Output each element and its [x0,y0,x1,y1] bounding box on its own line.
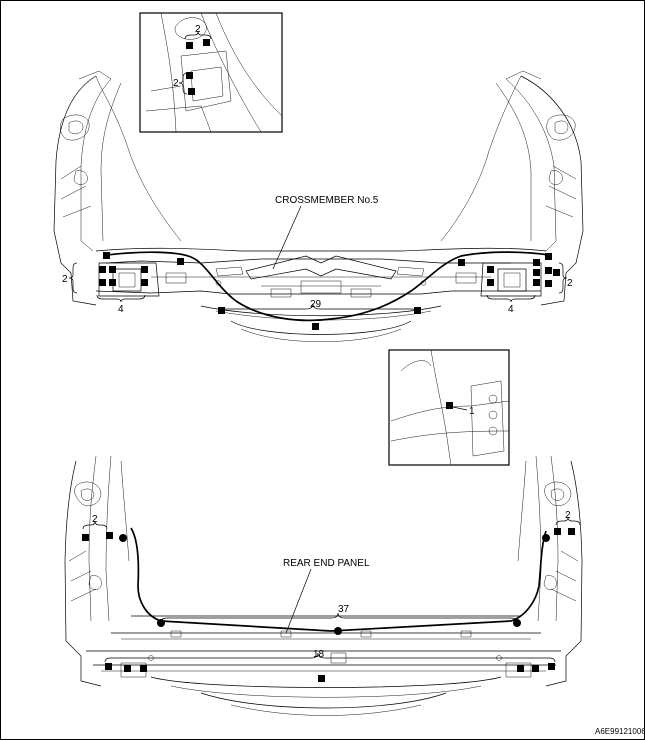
weld-spot [542,534,550,542]
count-label-2-lower-right: 2 [565,510,571,521]
count-label-29: 29 [310,299,322,310]
lower-weld-points [82,528,575,682]
weld-point [568,528,575,535]
weld-point [532,665,539,672]
weld-point [545,280,552,287]
weld-point [109,266,116,273]
weld-point [186,72,193,79]
upper-weld-seams [106,251,550,322]
weld-point [99,266,106,273]
weld-point [553,269,560,276]
weld-point [554,528,561,535]
weld-point [517,665,524,672]
rear-end-panel-leader-line [285,568,312,634]
count-label-2-inset-top: 2 [195,24,201,35]
crossmember-leader-line [272,205,302,270]
weld-point [141,279,148,286]
upper-inset-detail [139,12,283,133]
count-label-18: 18 [313,649,325,660]
count-label-37: 37 [338,604,350,615]
weld-point [487,279,494,286]
weld-point [105,663,112,670]
weld-point [318,675,325,682]
lower-body-outline [64,455,583,716]
middle-inset-detail [388,349,510,466]
count-label-1: 1 [469,406,475,417]
weld-spot [119,534,127,542]
figure-code: A6E99121006 [595,727,644,736]
weld-point [545,253,552,260]
count-label-4-right: 4 [508,304,514,315]
lower-count-braces [82,516,581,663]
weld-point [548,663,555,670]
weld-point [545,267,552,274]
weld-point [414,307,421,314]
weld-point [186,42,193,49]
count-label-2-upper-right: 2 [567,278,573,289]
weld-point [99,279,106,286]
weld-point [533,259,540,266]
count-label-2-upper-left: 2 [62,274,68,285]
weld-point [177,258,184,265]
weld-spot [513,619,521,627]
weld-point [188,88,195,95]
weld-point [103,252,110,259]
weld-point [446,402,453,409]
rear-end-panel-label: REAR END PANEL [283,558,370,569]
weld-point [141,266,148,273]
count-label-2-inset-side: 2 [173,78,179,89]
count-label-2-lower-left: 2 [92,514,98,525]
crossmember-label: CROSSMEMBER No.5 [275,195,379,206]
weld-point [82,534,89,541]
weld-point [533,269,540,276]
upper-count-braces [68,30,568,314]
count-label-4-left: 4 [118,304,124,315]
weld-point [109,279,116,286]
weld-point [203,39,210,46]
weld-spot [157,619,165,627]
weld-point [487,266,494,273]
weld-point [140,665,147,672]
weld-spot [334,627,342,635]
weld-point [218,307,225,314]
weld-point [124,665,131,672]
weld-point [312,323,319,330]
weld-point [533,279,540,286]
weld-point [106,532,113,539]
lower-weld-seams [130,527,547,632]
weld-point [458,259,465,266]
upper-weld-points [99,39,560,330]
